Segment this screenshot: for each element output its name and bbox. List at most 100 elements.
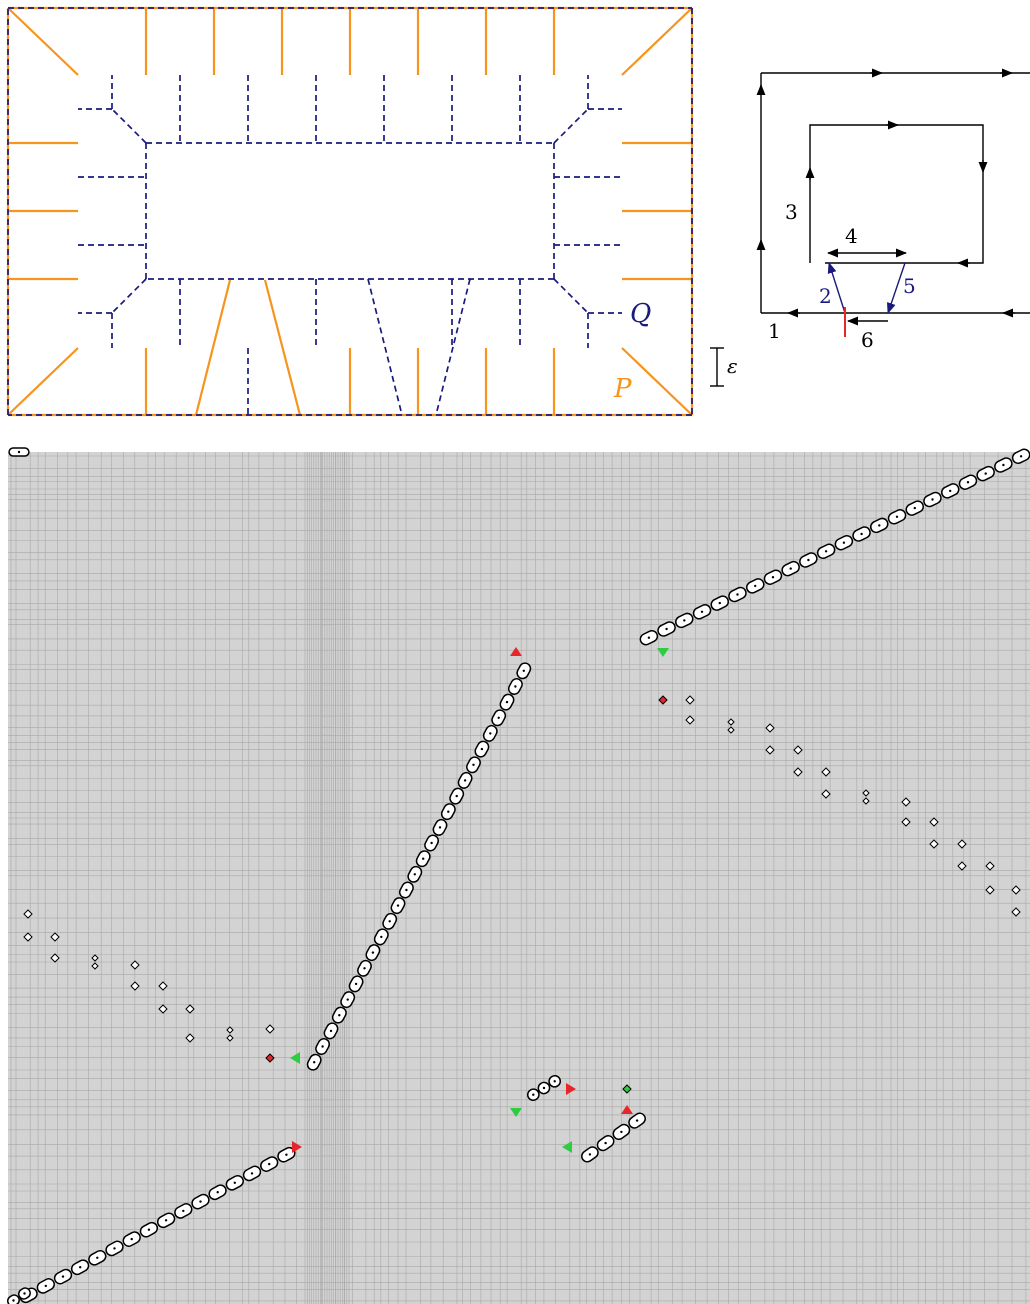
free-region-dot: [966, 481, 970, 484]
free-region-dot: [1019, 455, 1023, 458]
edge-label-5: 5: [903, 274, 916, 298]
diamond-marker: [685, 715, 695, 725]
free-region-dot: [380, 935, 383, 939]
free-region-dot: [913, 506, 916, 510]
diamond-marker: [23, 932, 33, 942]
diamond-marker: [765, 745, 775, 755]
diamond-marker: [185, 1033, 195, 1043]
free-region-dot: [505, 700, 509, 704]
diamond-marker: [158, 981, 168, 991]
free-region-dot: [497, 716, 500, 719]
free-region-dot: [147, 1228, 151, 1231]
triangle-marker: [290, 1052, 300, 1064]
free-region-dot: [61, 1275, 65, 1278]
free-region-dot: [931, 498, 934, 501]
free-region-dot: [12, 1299, 15, 1302]
free-region-dot: [878, 524, 881, 527]
edge-5: [887, 262, 906, 315]
free-space-markers: [23, 647, 1021, 1153]
edge-label-6: 6: [861, 328, 874, 352]
edge-label-3: 3: [785, 200, 798, 224]
free-region-dot: [824, 550, 828, 553]
free-region-dot: [842, 541, 846, 544]
free-region-dot: [807, 558, 810, 562]
p-segment: [621, 7, 693, 76]
diamond-marker: [929, 817, 939, 827]
triangle-marker: [621, 1105, 633, 1114]
diamond-marker: [765, 723, 775, 733]
free-region-dot: [718, 601, 721, 605]
edge-2: [827, 261, 846, 314]
free-region-dot: [430, 841, 433, 845]
diamond-marker: [985, 885, 995, 895]
free-region-dot: [413, 873, 416, 876]
free-region-dot: [542, 1086, 546, 1090]
triangle-marker: [510, 647, 522, 656]
free-region-dot: [604, 1141, 607, 1145]
cycle-diagram: 1 2 3 4 5 6: [756, 68, 1030, 352]
free-region-dot: [1002, 463, 1005, 467]
free-region-dot: [371, 951, 375, 954]
diamond-marker: [158, 1004, 168, 1014]
diamond-marker: [265, 1053, 275, 1063]
free-region-dot: [164, 1219, 168, 1222]
q-segment: [111, 278, 147, 314]
diamond-marker: [130, 981, 140, 991]
diamond-marker: [685, 695, 695, 705]
p-segment: [194, 279, 232, 416]
diamond-marker: [901, 797, 911, 807]
p-segment: [7, 7, 79, 76]
free-region-dot: [514, 685, 517, 688]
free-region-dot: [285, 1153, 288, 1156]
free-region-dot: [346, 998, 349, 1001]
label-p: P: [613, 374, 632, 404]
free-region-dot: [405, 888, 408, 892]
q-segment: [367, 278, 403, 416]
free-region-dot: [949, 489, 952, 493]
diamond-marker: [1011, 907, 1021, 917]
free-region-dot: [522, 669, 525, 672]
free-region-dot: [396, 904, 400, 907]
free-region-dot: [438, 826, 442, 829]
free-region-dot: [216, 1191, 219, 1194]
free-region-dot: [79, 1266, 82, 1269]
free-region-dot: [447, 810, 450, 813]
free-space-diagram: [6, 447, 1030, 1304]
free-space-background: [8, 452, 1030, 1304]
diamond-marker: [265, 1024, 275, 1034]
free-region-dot: [532, 1093, 535, 1096]
free-region-dot: [700, 610, 704, 613]
free-region-dot: [313, 1061, 316, 1064]
free-region-dot: [268, 1162, 271, 1166]
free-region-dot: [363, 967, 366, 970]
free-region-dot: [665, 627, 668, 631]
free-region-dot: [96, 1256, 99, 1260]
free-region-dot: [489, 732, 492, 735]
free-region-dot: [329, 1029, 333, 1033]
label-q: Q: [630, 299, 651, 329]
free-region-dot: [199, 1200, 202, 1203]
polygons-panel: Q P ε: [6, 6, 738, 417]
free-region-dot: [895, 515, 899, 518]
diamond-marker: [226, 1034, 234, 1042]
diamond-marker: [91, 954, 99, 962]
free-region-dot: [683, 619, 686, 622]
free-region-dot: [388, 920, 391, 923]
p-segment: [7, 347, 79, 416]
free-region-dot: [754, 584, 757, 588]
free-space-regions: [6, 447, 1030, 1304]
curve-p: [6, 6, 694, 417]
free-region-dot: [422, 857, 425, 860]
free-region-dot: [771, 576, 775, 579]
free-region-dot: [130, 1237, 133, 1241]
q-segment: [111, 108, 147, 144]
epsilon-bracket: [710, 347, 724, 387]
diamond-marker: [793, 745, 803, 755]
diamond-marker: [185, 1004, 195, 1014]
free-region-dot: [338, 1014, 341, 1017]
triangle-marker: [566, 1083, 576, 1095]
diamond-marker: [622, 1084, 632, 1094]
diamond-marker: [985, 861, 995, 871]
q-segment: [553, 278, 589, 314]
